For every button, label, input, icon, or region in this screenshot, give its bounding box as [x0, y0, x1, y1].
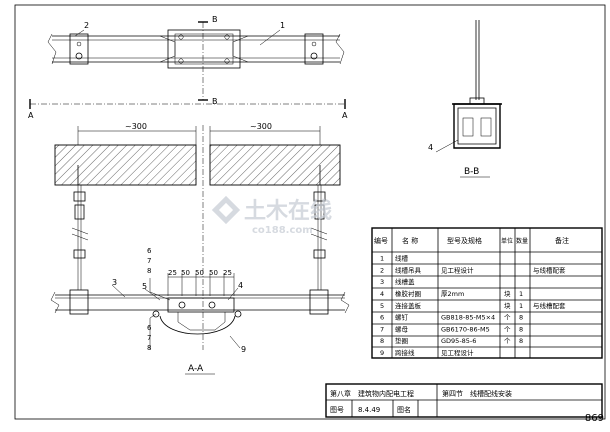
title-drawing-no-label: 图号 — [330, 406, 344, 414]
callout-6-bottom: 6 — [147, 324, 152, 332]
table-header: 编号 名 称 型号及规格 单位 数量 备注 — [374, 236, 569, 245]
watermark: 土木在线 co188.com — [211, 195, 332, 236]
callout-9: 9 — [241, 345, 246, 354]
table-cell: GD95-85-6 — [441, 337, 476, 345]
header-remark: 备注 — [555, 236, 569, 245]
callout-8-bottom: 8 — [147, 344, 151, 352]
section-bb-view — [435, 20, 502, 178]
table-cell: GB818-85-M5×4 — [441, 314, 495, 322]
callout-1: 1 — [280, 21, 285, 30]
table-cell: 与线槽配套 — [533, 265, 566, 274]
dim-25-a: 25 — [168, 269, 177, 277]
title-drawing-no: 8.4.49 — [358, 406, 380, 414]
header-no: 编号 — [374, 236, 388, 245]
table-cell: 1 — [519, 290, 523, 298]
table-cell: 线槽吊具 — [395, 265, 422, 274]
table-cell: 厚2mm — [441, 290, 464, 298]
table-cell: 7 — [380, 325, 384, 333]
header-qty: 数量 — [516, 237, 528, 245]
dim-50-b: 50 — [195, 269, 204, 277]
table-cell: 与线槽配套 — [533, 301, 566, 310]
title-drawing-name-label: 图名 — [397, 405, 411, 414]
watermark-sub: co188.com — [252, 225, 313, 236]
callout-7-top: 7 — [147, 257, 151, 265]
title-block — [325, 383, 603, 418]
header-name: 名 称 — [402, 236, 418, 245]
table-cell: 线槽 — [395, 254, 409, 263]
label-section-a-right: A — [342, 111, 348, 120]
table-cell: 螺钉 — [395, 313, 409, 322]
table-cell: 8 — [380, 337, 384, 345]
table-cell: 见工程设计 — [441, 265, 474, 274]
callout-8-top: 8 — [147, 267, 151, 275]
header-unit: 单位 — [501, 237, 513, 245]
callout-5: 5 — [142, 282, 147, 291]
table-cell: 8 — [519, 325, 523, 333]
table-cell: 个 — [504, 314, 511, 322]
plan-view — [29, 21, 346, 109]
table-cell: 连接盖板 — [395, 301, 422, 310]
table-cell: GB6170-86-M5 — [441, 325, 490, 333]
table-cell: 螺母 — [395, 324, 409, 333]
header-spec: 型号及规格 — [447, 236, 482, 245]
table-cell: 5 — [380, 302, 384, 310]
table-cell: 2 — [380, 266, 384, 274]
drawing-frame — [14, 4, 606, 420]
table-cell: 见工程设计 — [441, 348, 474, 357]
table-cell: 跨接线 — [395, 348, 415, 357]
view-title-aa: A-A — [188, 364, 204, 374]
dim-25-b: 25 — [223, 269, 232, 277]
table-cell: 9 — [380, 349, 384, 357]
table-cell: 6 — [380, 314, 384, 322]
title-section: 第四节 线槽配线安装 — [442, 389, 512, 398]
label-section-a-left: A — [28, 111, 34, 120]
dim-50-a: 50 — [181, 269, 190, 277]
callout-2: 2 — [84, 21, 89, 30]
table-cell: 个 — [504, 325, 511, 333]
view-title-bb: B-B — [464, 167, 479, 177]
table-cell: 8 — [519, 337, 523, 345]
table-cell: 1 — [380, 255, 384, 263]
page-number: 869 — [584, 413, 604, 424]
table-cell: 橡胶衬圈 — [395, 289, 421, 298]
label-section-b-top: B — [212, 15, 218, 24]
callout-4-bb: 4 — [428, 143, 433, 152]
table-cell: 块 — [504, 301, 511, 310]
callout-3: 3 — [112, 278, 117, 287]
callout-6-top: 6 — [147, 247, 152, 255]
callout-7-bottom: 7 — [147, 334, 151, 342]
dim-right-300: ~300 — [250, 122, 272, 131]
callout-4-aa: 4 — [238, 281, 243, 290]
dim-50-c: 50 — [209, 269, 218, 277]
table-cell: 4 — [380, 290, 384, 298]
table-cell: 个 — [504, 337, 511, 345]
table-cell: 垫圈 — [395, 336, 408, 345]
label-section-b-bottom: B — [212, 97, 218, 106]
table-cell: 块 — [504, 289, 511, 298]
title-chapter: 第八章 建筑物内配电工程 — [330, 389, 414, 398]
table-cell: 1 — [519, 302, 523, 310]
table-cell: 3 — [380, 278, 384, 286]
dim-left-300: ~300 — [125, 122, 147, 131]
table-cell: 8 — [519, 314, 523, 322]
watermark-main: 土木在线 — [244, 198, 332, 224]
parts-table — [371, 227, 603, 359]
table-cell: 线槽盖 — [395, 277, 415, 286]
section-aa-view — [50, 125, 350, 375]
